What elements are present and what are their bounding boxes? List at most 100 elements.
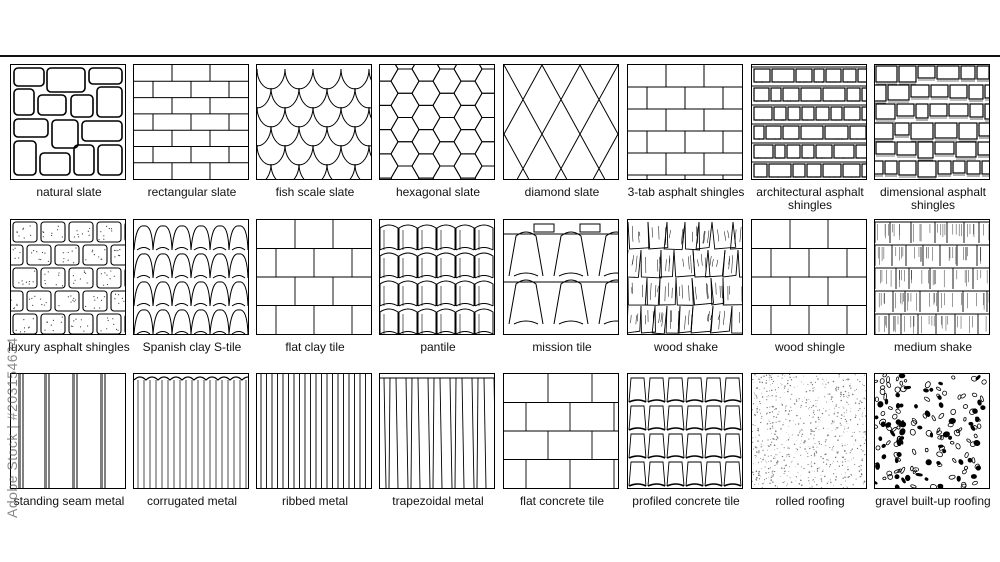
swatch-label: rolled roofing: [775, 494, 845, 508]
rectangular-slate-pattern-swatch: [133, 64, 249, 180]
rectangular-slate-pattern-drawing: [134, 65, 248, 179]
gravel-built-up-roofing-pattern-swatch: [874, 373, 990, 489]
rolled-roofing-pattern-swatch: [751, 373, 867, 489]
luxury-asphalt-shingles-pattern-drawing: [11, 221, 125, 334]
swatch-spanish-clay-s-tile: Spanish clay S-tile: [133, 219, 249, 354]
swatch-label: ribbed metal: [281, 494, 349, 508]
swatch-3-tab-asphalt-shingles: 3-tab asphalt shingles: [627, 64, 744, 199]
swatch-label: flat clay tile: [285, 340, 345, 354]
swatch-label: Spanish clay S-tile: [142, 340, 242, 354]
swatch-wood-shake: wood shake: [627, 219, 743, 354]
swatch-dimensional-asphalt-shingles: dimensional asphalt shingles: [874, 64, 990, 212]
watermark-text: Adobe Stock | #203154634: [4, 337, 20, 518]
diamond-slate-pattern-drawing: [504, 65, 618, 179]
ribbed-metal-pattern-swatch: [256, 373, 372, 489]
spanish-clay-s-tile-pattern-swatch: [133, 219, 249, 335]
swatch-label: diamond slate: [524, 185, 600, 199]
fish-scale-slate-pattern-drawing: [257, 68, 371, 179]
standing-seam-metal-pattern-drawing: [18, 374, 106, 488]
pantile-pattern-drawing: [380, 224, 494, 334]
gravel-built-up-roofing-pattern-drawing: [875, 374, 987, 488]
fish-scale-slate-pattern-swatch: [256, 64, 372, 180]
wood-shake-pattern-drawing: [628, 221, 742, 334]
diamond-slate-pattern-swatch: [503, 64, 619, 180]
swatch-standing-seam-metal: standing seam metal: [10, 373, 126, 508]
swatch-diamond-slate: diamond slate: [503, 64, 619, 199]
mission-tile-pattern-drawing: [504, 223, 618, 325]
architectural-asphalt-shingles-pattern-drawing: [752, 66, 866, 178]
flat-concrete-tile-pattern-swatch: [503, 373, 619, 489]
stock-watermark: Adobe Stock | #203154634: [4, 318, 24, 518]
swatch-label: rectangular slate: [147, 185, 237, 199]
3-tab-asphalt-shingles-pattern-swatch: [627, 64, 743, 180]
corrugated-metal-pattern-drawing: [134, 376, 248, 488]
swatch-pantile: pantile: [379, 219, 495, 354]
natural-slate-pattern-swatch: [10, 64, 126, 180]
standing-seam-metal-pattern-swatch: [10, 373, 126, 489]
natural-slate-pattern-drawing: [13, 67, 123, 176]
medium-shake-pattern-swatch: [874, 219, 990, 335]
swatch-medium-shake: medium shake: [874, 219, 990, 354]
wood-shingle-pattern-swatch: [751, 219, 867, 335]
swatch-rolled-roofing: rolled roofing: [751, 373, 867, 508]
swatch-flat-clay-tile: flat clay tile: [256, 219, 372, 354]
wood-shingle-pattern-drawing: [752, 220, 866, 334]
swatch-profiled-concrete-tile: profiled concrete tile: [627, 373, 743, 508]
swatch-label: natural slate: [36, 185, 102, 199]
trapezoidal-metal-pattern-drawing: [380, 377, 494, 488]
hexagonal-slate-pattern-swatch: [379, 64, 495, 180]
top-rule: [0, 55, 1000, 57]
swatch-label: medium shake: [893, 340, 973, 354]
dimensional-asphalt-shingles-pattern-drawing: [875, 65, 989, 179]
swatch-ribbed-metal: ribbed metal: [256, 373, 372, 508]
swatch-architectural-asphalt-shingles: architectural asphalt shingles: [751, 64, 867, 212]
swatch-flat-concrete-tile: flat concrete tile: [503, 373, 619, 508]
wood-shake-pattern-swatch: [627, 219, 743, 335]
swatch-fish-scale-slate: fish scale slate: [256, 64, 372, 199]
swatch-label: profiled concrete tile: [632, 494, 740, 508]
dimensional-asphalt-shingles-pattern-swatch: [874, 64, 990, 180]
profiled-concrete-tile-pattern-drawing: [628, 377, 742, 487]
swatch-label: mission tile: [532, 340, 592, 354]
swatch-label: pantile: [420, 340, 456, 354]
swatch-label: hexagonal slate: [395, 185, 481, 199]
flat-clay-tile-pattern-drawing: [257, 220, 371, 334]
hexagonal-slate-pattern-drawing: [380, 65, 494, 179]
rolled-roofing-pattern-drawing: [752, 374, 866, 488]
swatch-rectangular-slate: rectangular slate: [133, 64, 249, 199]
swatch-label: dimensional asphalt shingles: [879, 185, 987, 212]
luxury-asphalt-shingles-pattern-swatch: [10, 219, 126, 335]
ribbed-metal-pattern-drawing: [260, 374, 366, 488]
architectural-asphalt-shingles-pattern-swatch: [751, 64, 867, 180]
medium-shake-pattern-drawing: [875, 221, 989, 334]
3-tab-asphalt-shingles-pattern-drawing: [628, 65, 742, 179]
swatch-wood-shingle: wood shingle: [751, 219, 867, 354]
swatch-mission-tile: mission tile: [503, 219, 619, 354]
swatch-label: wood shake: [653, 340, 719, 354]
swatch-label: architectural asphalt shingles: [756, 185, 864, 212]
swatch-label: trapezoidal metal: [392, 494, 484, 508]
pantile-pattern-swatch: [379, 219, 495, 335]
swatch-label: fish scale slate: [275, 185, 355, 199]
swatch-label: corrugated metal: [146, 494, 238, 508]
corrugated-metal-pattern-swatch: [133, 373, 249, 489]
trapezoidal-metal-pattern-swatch: [379, 373, 495, 489]
swatch-corrugated-metal: corrugated metal: [133, 373, 249, 508]
swatch-trapezoidal-metal: trapezoidal metal: [379, 373, 495, 508]
swatch-gravel-built-up-roofing: gravel built-up roofing: [874, 373, 991, 508]
swatch-label: flat concrete tile: [519, 494, 605, 508]
swatch-label: 3-tab asphalt shingles: [627, 185, 745, 199]
mission-tile-pattern-swatch: [503, 219, 619, 335]
swatch-label: gravel built-up roofing: [875, 494, 991, 508]
flat-clay-tile-pattern-swatch: [256, 219, 372, 335]
flat-concrete-tile-pattern-drawing: [504, 374, 618, 488]
swatch-label: standing seam metal: [13, 494, 125, 508]
swatch-hexagonal-slate: hexagonal slate: [379, 64, 495, 199]
swatch-natural-slate: natural slate: [10, 64, 126, 199]
swatch-luxury-asphalt-shingles: luxury asphalt shingles: [8, 219, 130, 354]
spanish-clay-s-tile-pattern-drawing: [134, 225, 248, 334]
swatch-label: wood shingle: [774, 340, 846, 354]
swatch-label: luxury asphalt shingles: [8, 340, 130, 354]
profiled-concrete-tile-pattern-swatch: [627, 373, 743, 489]
